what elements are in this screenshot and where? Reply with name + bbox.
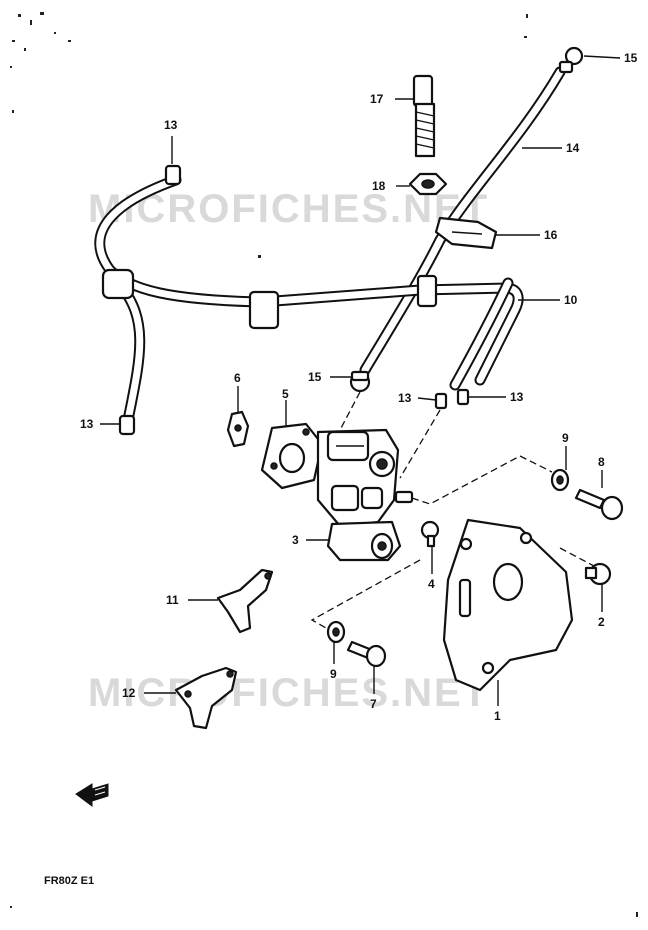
clamp-15-top: [558, 46, 584, 74]
hose-10: [94, 174, 524, 426]
callout-14: 14: [566, 141, 580, 155]
pump-cylinder-3: [326, 520, 402, 562]
front-arrow-icon: [75, 783, 109, 807]
callout-9-right: 9: [562, 431, 569, 445]
callout-18: 18: [372, 179, 386, 193]
nut-18: [408, 172, 448, 196]
bolt-17: [412, 74, 436, 158]
callout-10: 10: [564, 293, 578, 307]
scan-noise: [10, 12, 638, 917]
callout-11: 11: [166, 593, 179, 607]
assembly-lines: [310, 391, 595, 629]
screw-8: [574, 488, 624, 521]
callout-3: 3: [292, 533, 299, 547]
hose-clip: [101, 268, 438, 330]
clip-16: [434, 216, 498, 250]
callout-9-lower: 9: [330, 667, 337, 681]
washer-9: [326, 468, 570, 644]
callout-15-mid: 15: [308, 370, 322, 384]
callout-13-mid: 13: [398, 391, 412, 405]
callout-13-top: 13: [164, 118, 178, 132]
callout-8: 8: [598, 455, 605, 469]
gasket-5: [260, 422, 324, 490]
callout-6: 6: [234, 371, 241, 385]
bracket-12: [174, 666, 238, 730]
callout-16: 16: [544, 228, 558, 242]
hose-14: [359, 66, 566, 376]
callout-7: 7: [370, 697, 377, 711]
cap-13: [118, 164, 470, 436]
bracket-11: [216, 568, 274, 634]
leader-lines: [100, 55, 621, 706]
bolt-4: [420, 520, 440, 548]
fitting-6: [226, 410, 250, 448]
screw-2: [584, 562, 612, 586]
callout-4: 4: [428, 577, 435, 591]
callout-labels: 15 17 13 14 18 16 10 13 6 15 13 13 5 9 8…: [80, 51, 638, 723]
callout-2: 2: [598, 615, 605, 629]
callout-15-top: 15: [624, 51, 638, 65]
callout-13-left: 13: [80, 417, 94, 431]
callout-12: 12: [122, 686, 136, 700]
oil-pump-body: [316, 428, 414, 528]
callout-13-right: 13: [510, 390, 524, 404]
screw-7: [346, 640, 387, 668]
clamp-15-mid: [349, 370, 371, 393]
cover-1: [442, 518, 574, 692]
callout-5: 5: [282, 387, 289, 401]
callout-17: 17: [370, 92, 384, 106]
footer-code: FR80Z E1: [44, 875, 94, 887]
callout-1: 1: [494, 709, 501, 723]
